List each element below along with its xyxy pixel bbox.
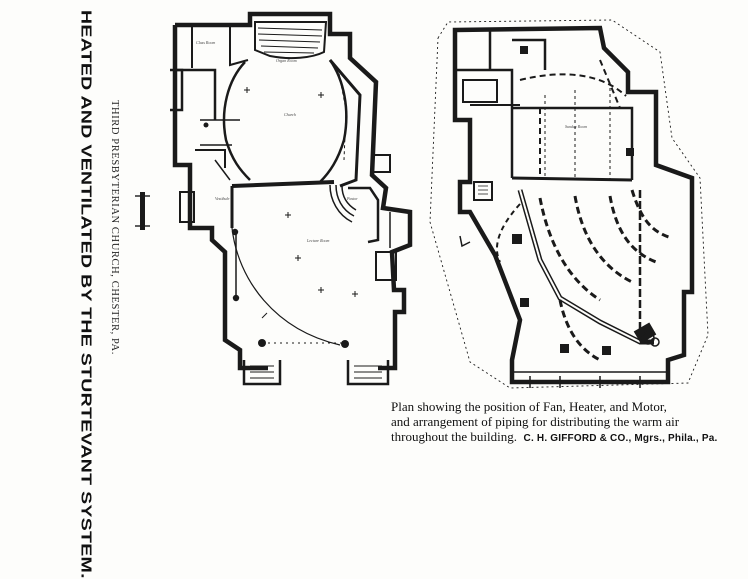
label-sunday-room: Sunday Room [565,124,588,129]
plan-sheet: HEATED AND VENTILATED BY THE STURTEVANT … [78,10,741,579]
church-name: THIRD PRESBYTERIAN CHURCH, CHESTER, PA. [109,100,120,355]
caption-line-3: throughout the building. [391,429,518,444]
scale-bar [135,192,150,230]
caption-credit: C. H. GIFFORD & CO., Mgrs., Phila., Pa. [523,433,718,444]
label-class-room: Class Room [196,40,216,45]
caption-line-1: Plan showing the position of Fan, Heater… [391,399,667,414]
plan-caption: Plan showing the position of Fan, Heater… [391,399,741,446]
label-lecture-room: Lecture Room [307,238,330,243]
left-floor-plan [170,11,413,386]
label-pastor: Pastor [347,196,358,201]
label-church: Church [284,112,296,117]
label-organ-room: Organ Room [276,58,297,63]
floor-plans-drawing [135,11,709,389]
right-floor-plan [429,19,709,389]
sheet-title: HEATED AND VENTILATED BY THE STURTEVANT … [77,10,95,579]
caption-line-2: and arrangement of piping for distributi… [391,414,680,429]
label-vestibule: Vestibule [215,196,230,201]
